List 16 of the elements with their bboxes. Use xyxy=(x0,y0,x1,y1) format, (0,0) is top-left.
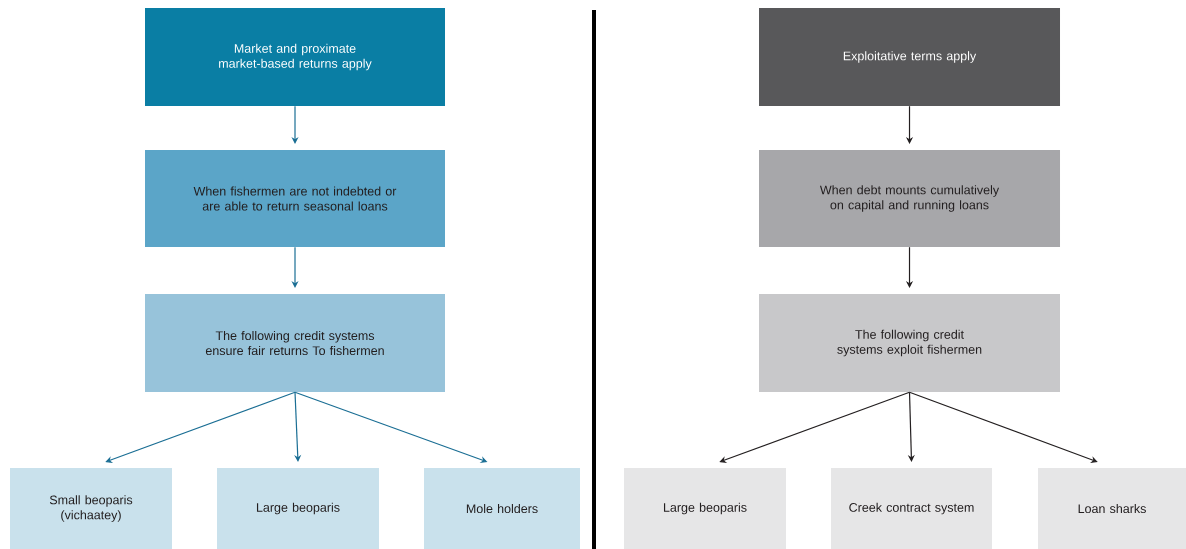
process-box: The following credit systems ensure fair returns To fishermen xyxy=(145,294,445,392)
process-box: When debt mounts cumulatively on capital and running loans xyxy=(759,150,1060,247)
process-box: When fishermen are not indebted or are able to return seasonal loans xyxy=(145,150,445,247)
arrow xyxy=(908,391,1098,463)
arrow xyxy=(294,391,302,462)
process-box: Exploitative terms apply xyxy=(759,8,1060,106)
process-box: The following credit systems exploit fishermen xyxy=(759,294,1060,392)
process-box: Mole holders xyxy=(424,468,580,549)
process-box: Large beoparis xyxy=(624,468,786,549)
process-box: Loan sharks xyxy=(1038,468,1186,549)
arrow xyxy=(105,391,296,463)
process-box: Market and proximate market-based returns apply xyxy=(145,8,445,106)
process-box: Small beoparis (vichaatey) xyxy=(10,468,172,549)
process-box: Creek contract system xyxy=(831,468,992,549)
arrow xyxy=(719,391,911,463)
process-box: Large beoparis xyxy=(217,468,379,549)
